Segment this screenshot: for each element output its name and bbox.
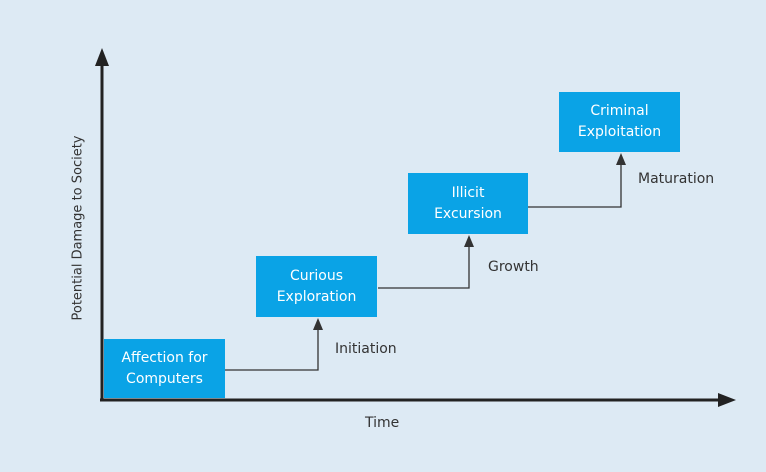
stage-box-illicit: Illicit Excursion — [408, 173, 528, 234]
stage-box-curious: Curious Exploration — [256, 256, 377, 317]
y-axis-arrowhead — [95, 48, 109, 66]
stage-label-line2: Computers — [126, 370, 203, 387]
transition-label-maturation: Maturation — [638, 171, 715, 187]
stage-label-line2: Excursion — [434, 205, 502, 222]
arrowhead-growth — [464, 235, 474, 247]
arrowhead-maturation — [616, 153, 626, 165]
connector-initiation — [225, 328, 319, 371]
arrowhead-initiation — [313, 318, 323, 330]
transition-label-initiation: Initiation — [335, 341, 397, 357]
x-axis-label: Time — [365, 415, 400, 431]
stage-label-line1: Illicit — [451, 184, 485, 201]
stage-box-criminal: Criminal Exploitation — [559, 92, 680, 152]
transition-label-growth: Growth — [488, 259, 539, 275]
connector-maturation — [528, 163, 622, 208]
stage-label-line2: Exploration — [276, 288, 357, 305]
y-axis-label: Potential Damage to Society — [70, 135, 86, 321]
stage-label-line1: Affection for — [121, 349, 208, 366]
stage-label-line1: Criminal — [590, 103, 649, 119]
connector-growth — [378, 245, 470, 289]
stage-label-line1: Curious — [289, 267, 344, 284]
stage-box-affection: Affection for Computers — [104, 339, 225, 398]
x-axis-arrowhead — [718, 393, 736, 407]
stage-label-line2: Exploitation — [577, 124, 662, 140]
